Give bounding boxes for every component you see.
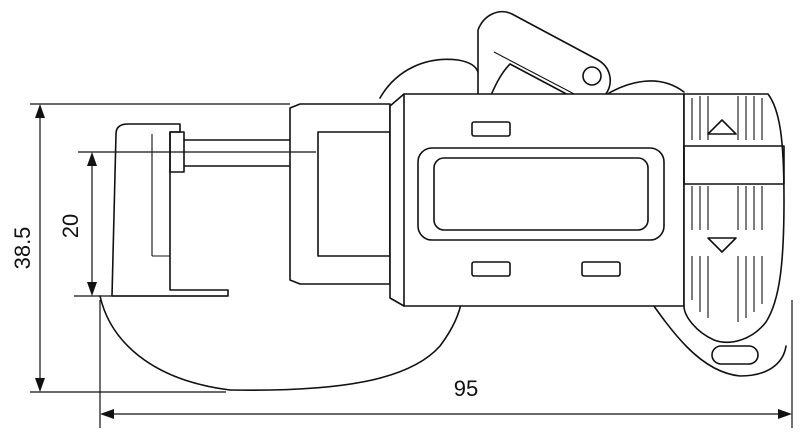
grip-slot <box>683 145 785 185</box>
lcd-screen <box>433 157 649 231</box>
hang-hole <box>711 345 759 365</box>
bottom-left-button[interactable] <box>471 261 511 277</box>
width-overall-label: 95 <box>454 376 478 401</box>
lever <box>477 10 611 104</box>
lcd-bezel <box>417 147 665 241</box>
dim-width-overall: 95 <box>99 300 793 428</box>
grip <box>683 93 785 365</box>
triangle-down-icon[interactable] <box>707 237 737 253</box>
bottom-right-button[interactable] <box>581 261 621 277</box>
dim-height-overall: 38.5 <box>10 103 290 393</box>
triangle-up-icon[interactable] <box>707 119 737 135</box>
frame-back <box>379 58 685 99</box>
jaw-depth-label: 20 <box>58 214 83 238</box>
top-button[interactable] <box>471 121 511 137</box>
display-body <box>389 93 685 307</box>
height-overall-label: 38.5 <box>10 227 35 270</box>
grip-ribs <box>691 96 763 322</box>
dim-jaw-depth: 20 <box>58 151 316 297</box>
lever-pivot <box>582 66 602 86</box>
anvil <box>111 123 229 297</box>
spindle-housing <box>289 103 391 285</box>
